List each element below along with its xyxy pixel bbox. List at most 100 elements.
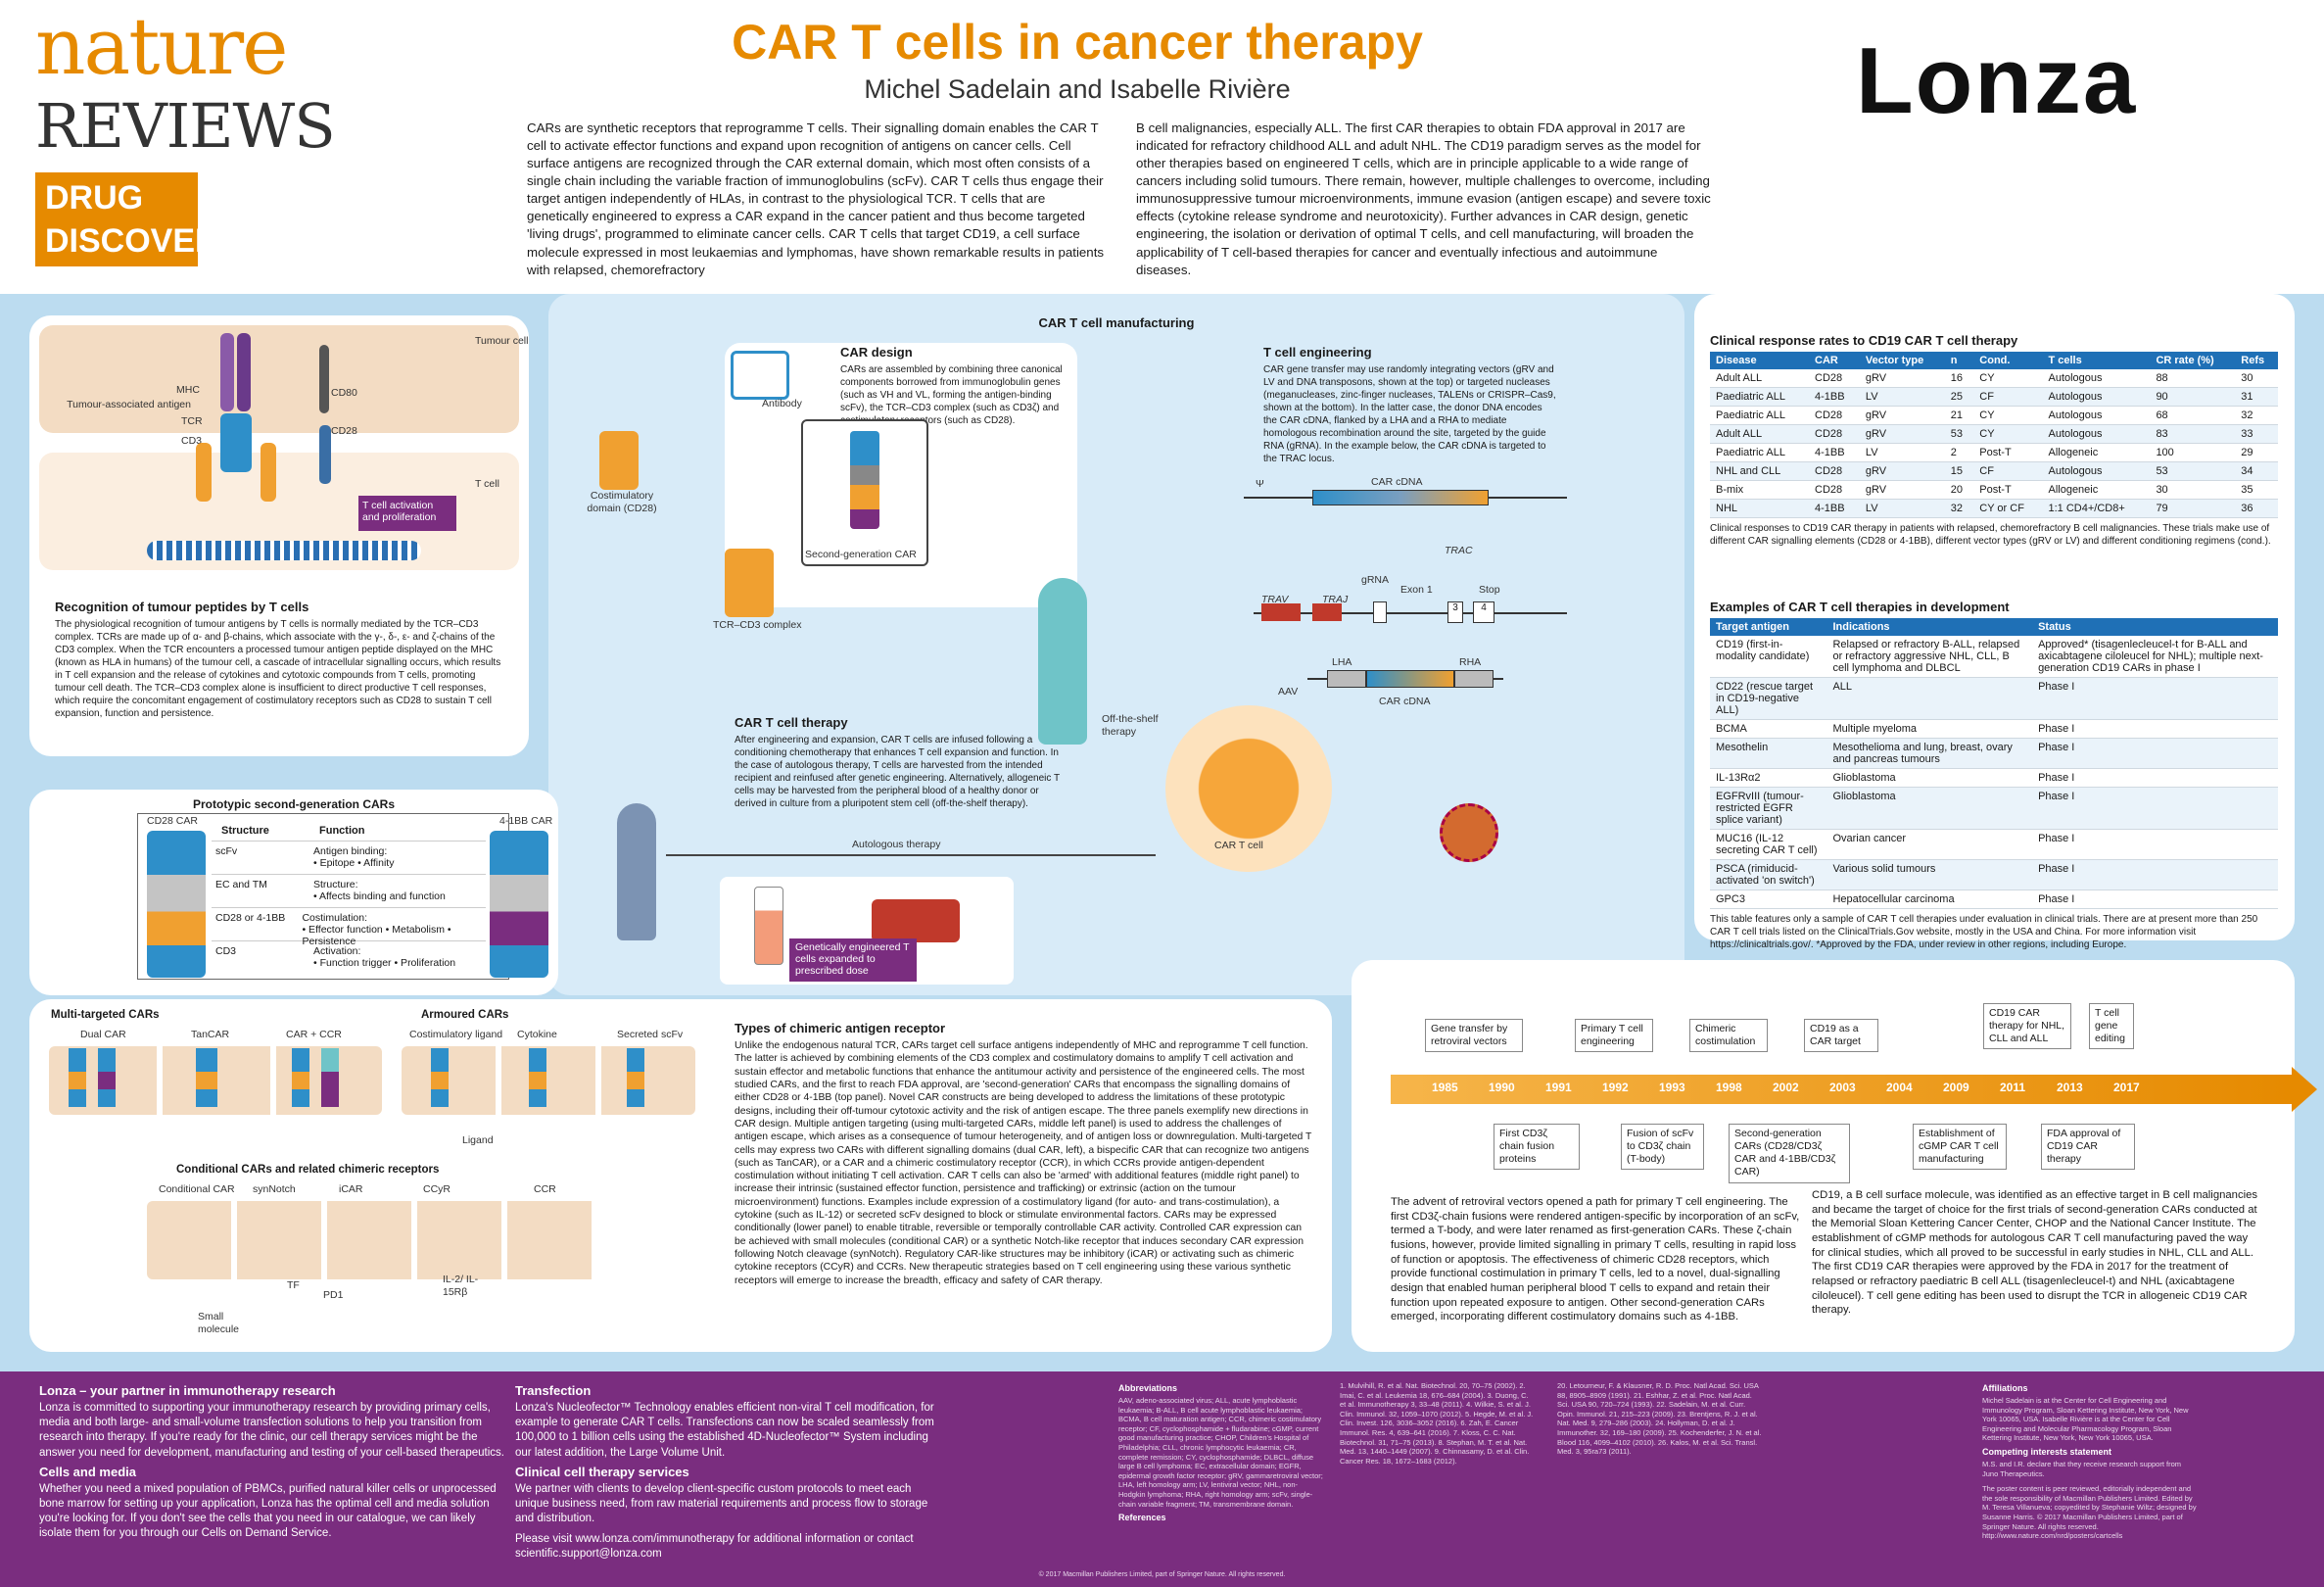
engineering-heading: T cell engineering <box>1263 345 1372 360</box>
table-cell: 34 <box>2235 461 2278 481</box>
footer-aff: Affiliations Michel Sadelain is at the C… <box>1982 1379 2198 1541</box>
comp-heading: Competing interests statement <box>1982 1446 2112 1457</box>
secreted-label: Secreted scFv <box>617 1029 684 1040</box>
table-cell: LV <box>1859 387 1945 407</box>
lha-block <box>1327 670 1366 688</box>
intro-left: CARs are synthetic receptors that reprog… <box>527 120 1105 277</box>
table-cell: CD22 (rescue target in CD19-negative ALL… <box>1710 677 1827 720</box>
table-cell: ALL <box>1826 677 2033 720</box>
table-cell: 4-1BB <box>1809 387 1860 407</box>
table-cell: PSCA (rimiducid-activated 'on switch') <box>1710 859 1827 890</box>
car-icon <box>98 1048 116 1107</box>
bb-car-label: 4-1BB CAR <box>499 815 553 827</box>
footer-sponsor: Lonza – your partner in immunotherapy re… <box>0 1371 2324 1587</box>
table-cell: Relapsed or refractory B-ALL, relapsed o… <box>1826 636 2033 678</box>
table-cell: 25 <box>1944 387 1974 407</box>
footer-col2: Transfection Lonza's Nucleofector™ Techn… <box>515 1379 946 1563</box>
table-cell: Phase I <box>2032 859 2278 890</box>
cd28-molecule <box>319 425 331 484</box>
locus-line <box>1254 612 1567 614</box>
table-cell: 33 <box>2235 424 2278 444</box>
tcr-cd3-label: TCR–CD3 complex <box>713 619 802 631</box>
lonza-heading: Lonza – your partner in immunotherapy re… <box>39 1383 336 1398</box>
car-icon <box>627 1048 644 1107</box>
clinical-title: Clinical response rates to CD19 CAR T ce… <box>1710 333 2018 348</box>
table-cell: NHL <box>1710 499 1810 518</box>
recognition-panel: Tumour cell T cell MHC Tumour-associated… <box>29 315 529 756</box>
cd3-complex <box>261 443 276 502</box>
car-design-text: CAR design CARs are assembled by combini… <box>840 345 1066 427</box>
table-cell: Post-T <box>1973 480 2043 500</box>
table-cell: Adult ALL <box>1710 424 1810 444</box>
refs1-body: 1. Mulvihill, R. et al. Nat. Biotechnol.… <box>1340 1381 1534 1466</box>
visit-link[interactable]: Please visit www.lonza.com/immunotherapy… <box>515 1533 914 1561</box>
table-cell: Allogeneic <box>2042 443 2151 462</box>
timeline-year: 2003 <box>1829 1081 1856 1094</box>
timeline-year: 2011 <box>2000 1081 2026 1094</box>
table-cell: Multiple myeloma <box>1826 719 2033 739</box>
cd28-car-icon <box>147 831 206 978</box>
table-cell: Phase I <box>2032 677 2278 720</box>
car-icon <box>69 1048 86 1107</box>
car-icon <box>431 1048 449 1107</box>
table-cell: CY <box>1973 406 2043 425</box>
car-t-cell-label: CAR T cell <box>1214 840 1263 851</box>
table-cell: 2 <box>1944 443 1974 462</box>
col-function: Function <box>319 825 365 837</box>
milestone-below: Establishment of cGMP CAR T cell manufac… <box>1913 1124 2007 1171</box>
mhc-label: MHC <box>176 384 200 396</box>
patient-figure <box>617 803 656 940</box>
transfection-heading: Transfection <box>515 1383 592 1398</box>
conditional-car-label: Conditional CAR <box>159 1183 235 1195</box>
refs-heading: References <box>1118 1513 1166 1523</box>
car-cdna-label: CAR cDNA <box>1371 476 1423 488</box>
table-cell: BCMA <box>1710 719 1827 739</box>
table-cell: 53 <box>2150 461 2236 481</box>
table-cell: gRV <box>1859 424 1945 444</box>
table-cell: Paediatric ALL <box>1710 443 1810 462</box>
prototypic-row: CD3 Activation:• Function trigger • Prol… <box>212 940 486 974</box>
timeline-year: 2004 <box>1886 1081 1913 1094</box>
examples-section: Examples of CAR T cell therapies in deve… <box>1710 600 2278 951</box>
table-row: CD22 (rescue target in CD19-negative ALL… <box>1710 677 2278 720</box>
refs2-body: 20. Letourneur, F. & Klausner, R. D. Pro… <box>1557 1381 1762 1457</box>
table-cell: CD28 <box>1809 480 1860 500</box>
clinical-col-header: CR rate (%) <box>2150 352 2236 369</box>
poster-authors: Michel Sadelain and Isabelle Rivière <box>864 74 1291 104</box>
table-cell: CY <box>1973 369 2043 388</box>
aff-body: Michel Sadelain is at the Center for Cel… <box>1982 1396 2189 1443</box>
conditional-membrane <box>147 1201 597 1279</box>
footer-copyright: © 2017 Macmillan Publishers Limited, par… <box>1038 1571 1286 1578</box>
milestone-above: CD19 CAR therapy for NHL, CLL and ALL <box>1983 1003 2071 1050</box>
table-cell: B-mix <box>1710 480 1810 500</box>
table-cell: CF <box>1973 461 2043 481</box>
lonza-body: Lonza is committed to supporting your im… <box>39 1402 504 1459</box>
footer-abbrev: Abbreviations AAV, adeno-associated viru… <box>1118 1379 1324 1525</box>
car-icon <box>196 1048 217 1107</box>
blood-bag-icon <box>872 899 960 942</box>
table-cell: CD28 <box>1809 369 1860 388</box>
trav-block <box>1261 603 1301 621</box>
tables-panel: Clinical response rates to CD19 CAR T ce… <box>1694 294 2295 950</box>
lha-label: LHA <box>1332 656 1352 668</box>
clinical-col-header: n <box>1944 352 1974 369</box>
armoured-heading: Armoured CARs <box>421 1009 509 1021</box>
comp-body: M.S. and I.R. declare that they receive … <box>1982 1459 2182 1478</box>
aav-label: AAV <box>1278 686 1299 697</box>
car-types-panel: Multi-targeted CARs Dual CAR TanCAR CAR … <box>29 999 1332 1352</box>
tcr-cd3-icon <box>725 549 774 617</box>
table-cell: 20 <box>1944 480 1974 500</box>
table-cell: 68 <box>2150 406 2236 425</box>
footer-col1: Lonza – your partner in immunotherapy re… <box>39 1379 509 1541</box>
costim-ligand-label: Costimulatory ligand <box>409 1029 503 1040</box>
poster-title: CAR T cells in cancer therapy <box>732 15 1423 70</box>
car-icon <box>292 1048 309 1107</box>
table-cell: Hepatocellular carcinoma <box>1826 890 2033 909</box>
services-body: We partner with clients to develop clien… <box>515 1482 928 1525</box>
table-cell: Glioblastoma <box>1826 768 2033 788</box>
intro-right: B cell malignancies, especially ALL. The… <box>1136 120 1711 277</box>
cd80-label: CD80 <box>331 387 357 399</box>
